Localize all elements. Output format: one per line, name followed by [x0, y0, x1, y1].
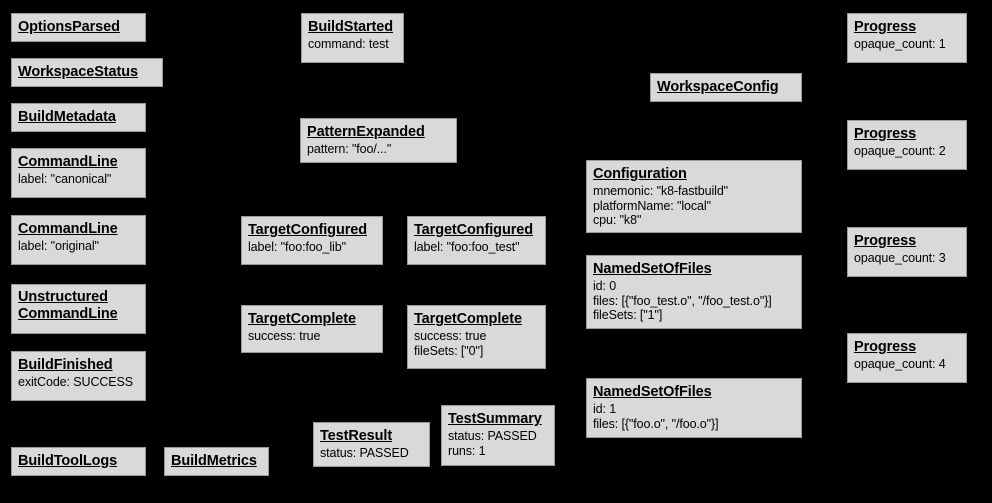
event-node-title: Progress — [854, 19, 917, 35]
event-node-build-finished[interactable]: BuildFinished exitCode: SUCCESS — [11, 351, 146, 401]
event-node-title-row: BuildStarted — [308, 18, 397, 36]
event-node-workspace-status[interactable]: WorkspaceStatus — [11, 58, 163, 87]
event-node-unstructured-command-line[interactable]: Unstructured CommandLine — [11, 284, 146, 334]
event-node-fields: success: true fileSets: ["0"] — [414, 329, 487, 358]
event-node-fields: status: PASSED — [320, 446, 409, 461]
event-node-title: Unstructured CommandLine — [18, 289, 118, 322]
event-node-title-row: WorkspaceConfig — [657, 78, 795, 96]
event-node-title-row: Progress — [854, 18, 960, 36]
event-node-fields: pattern: "foo/..." — [307, 142, 392, 157]
event-node-title-row: BuildToolLogs — [18, 452, 139, 470]
event-node-title-row: NamedSetOfFiles — [593, 260, 795, 278]
event-node-title: TargetComplete — [414, 311, 522, 327]
event-node-title: Progress — [854, 339, 917, 355]
event-node-fields: mnemonic: "k8-fastbuild" platformName: "… — [593, 184, 729, 228]
event-node-build-tool-logs[interactable]: BuildToolLogs — [11, 447, 146, 476]
event-node-build-metrics[interactable]: BuildMetrics — [164, 447, 269, 476]
event-node-progress-3[interactable]: Progress opaque_count: 3 — [847, 227, 967, 277]
event-node-title: CommandLine — [18, 154, 118, 170]
event-node-named-set-of-files-1[interactable]: NamedSetOfFiles id: 1 files: [{"foo.o", "… — [586, 378, 802, 438]
event-node-title-row: BuildMetadata — [18, 108, 139, 126]
event-node-title-row: TargetComplete — [248, 310, 376, 328]
event-node-fields: id: 0 files: [{"foo_test.o", "/foo_test.… — [593, 279, 772, 323]
event-node-title-row: TargetConfigured — [414, 221, 539, 239]
event-node-command-line-canonical[interactable]: CommandLine label: "canonical" — [11, 148, 146, 198]
event-node-fields: opaque_count: 3 — [854, 251, 946, 266]
event-node-title-row: CommandLine — [18, 153, 139, 171]
event-node-target-configured-lib[interactable]: TargetConfigured label: "foo:foo_lib" — [241, 216, 383, 265]
event-node-target-complete-test[interactable]: TargetComplete success: true fileSets: ["… — [407, 305, 546, 369]
event-node-fields: opaque_count: 4 — [854, 357, 946, 372]
event-node-target-configured-test[interactable]: TargetConfigured label: "foo:foo_test" — [407, 216, 546, 265]
event-node-title-row: OptionsParsed — [18, 18, 139, 36]
event-node-title: BuildFinished — [18, 357, 113, 373]
event-node-title: BuildStarted — [308, 19, 394, 35]
event-node-title: WorkspaceStatus — [18, 64, 138, 80]
event-node-title-row: PatternExpanded — [307, 123, 450, 141]
event-node-fields: opaque_count: 1 — [854, 37, 946, 52]
event-node-named-set-of-files-0[interactable]: NamedSetOfFiles id: 0 files: [{"foo_test.… — [586, 255, 802, 329]
event-node-title-row: CommandLine — [18, 220, 139, 238]
event-node-title: WorkspaceConfig — [657, 79, 779, 95]
event-node-title-row: Unstructured CommandLine — [18, 289, 139, 323]
event-node-title-row: TestSummary — [448, 410, 548, 428]
event-node-title-row: Progress — [854, 125, 960, 143]
event-node-command-line-original[interactable]: CommandLine label: "original" — [11, 215, 146, 265]
event-node-title: OptionsParsed — [18, 19, 120, 35]
event-node-title-row: TestResult — [320, 427, 423, 445]
event-node-title: NamedSetOfFiles — [593, 384, 712, 400]
event-node-fields: label: "foo:foo_test" — [414, 240, 520, 255]
event-node-options-parsed[interactable]: OptionsParsed — [11, 13, 146, 42]
event-node-title: BuildToolLogs — [18, 453, 118, 469]
event-node-pattern-expanded[interactable]: PatternExpanded pattern: "foo/..." — [300, 118, 457, 163]
event-node-title: TargetComplete — [248, 311, 356, 327]
event-node-title: TargetConfigured — [248, 222, 367, 238]
event-node-test-summary[interactable]: TestSummary status: PASSED runs: 1 — [441, 405, 555, 466]
event-node-fields: label: "canonical" — [18, 172, 112, 187]
event-node-progress-1[interactable]: Progress opaque_count: 1 — [847, 13, 967, 63]
event-node-test-result[interactable]: TestResult status: PASSED — [313, 422, 430, 467]
event-node-build-metadata[interactable]: BuildMetadata — [11, 103, 146, 132]
event-node-title: TargetConfigured — [414, 222, 533, 238]
event-node-progress-2[interactable]: Progress opaque_count: 2 — [847, 120, 967, 170]
event-node-target-complete-lib[interactable]: TargetComplete success: true — [241, 305, 383, 353]
event-node-title: BuildMetrics — [171, 453, 257, 469]
event-node-fields: opaque_count: 2 — [854, 144, 946, 159]
event-node-title: TestResult — [320, 428, 393, 444]
event-node-fields: label: "original" — [18, 239, 99, 254]
event-node-workspace-config[interactable]: WorkspaceConfig — [650, 73, 802, 102]
event-node-title-row: Progress — [854, 232, 960, 250]
event-node-title: Configuration — [593, 166, 687, 182]
event-node-fields: id: 1 files: [{"foo.o", "/foo.o"}] — [593, 402, 719, 431]
event-node-fields: label: "foo:foo_lib" — [248, 240, 346, 255]
event-node-build-started[interactable]: BuildStarted command: test — [301, 13, 404, 63]
event-node-title: CommandLine — [18, 221, 118, 237]
event-node-title-row: BuildMetrics — [171, 452, 262, 470]
event-node-progress-4[interactable]: Progress opaque_count: 4 — [847, 333, 967, 383]
event-node-title: Progress — [854, 126, 917, 142]
event-node-title-row: TargetComplete — [414, 310, 539, 328]
event-node-fields: status: PASSED runs: 1 — [448, 429, 537, 458]
event-node-fields: command: test — [308, 37, 389, 52]
event-node-title-row: Progress — [854, 338, 960, 356]
event-node-title-row: Configuration — [593, 165, 795, 183]
event-node-title-row: BuildFinished — [18, 356, 139, 374]
event-node-title-row: NamedSetOfFiles — [593, 383, 795, 401]
event-node-configuration[interactable]: Configuration mnemonic: "k8-fastbuild" pl… — [586, 160, 802, 233]
event-node-fields: exitCode: SUCCESS — [18, 375, 134, 390]
event-node-fields: success: true — [248, 329, 321, 344]
event-node-title-row: WorkspaceStatus — [18, 63, 156, 81]
event-node-title: NamedSetOfFiles — [593, 261, 712, 277]
event-node-title: PatternExpanded — [307, 124, 425, 140]
event-node-title: Progress — [854, 233, 917, 249]
event-node-title-row: TargetConfigured — [248, 221, 376, 239]
event-node-title: TestSummary — [448, 411, 542, 427]
event-node-title: BuildMetadata — [18, 109, 116, 125]
